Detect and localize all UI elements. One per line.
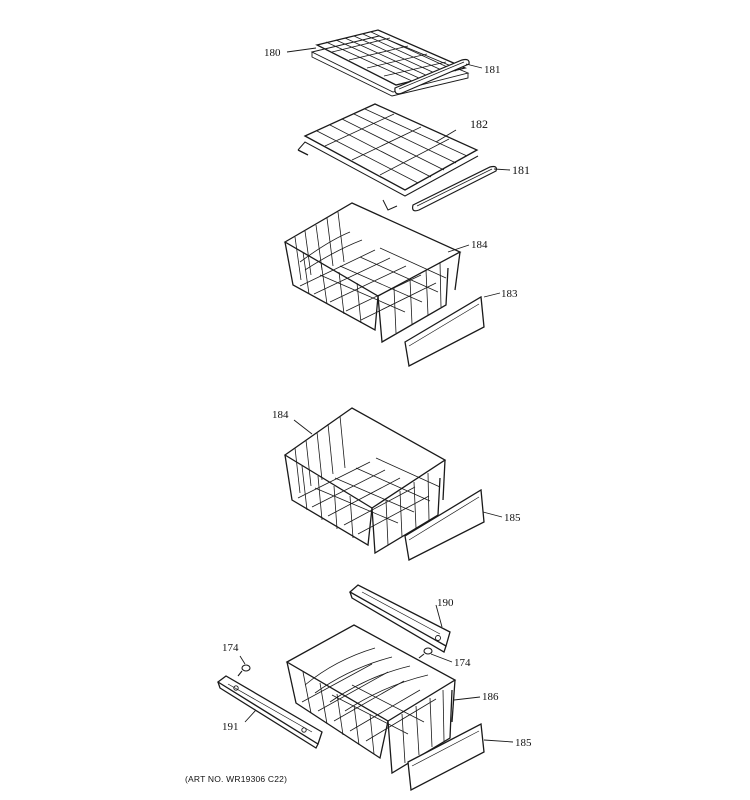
wire-basket-middle — [283, 407, 447, 555]
slide-rail — [348, 584, 451, 653]
callout-labels: 180 181 182 181 184 183 184 185 190 174 … — [222, 47, 532, 749]
wire-shelf — [297, 103, 479, 211]
bracket-left — [216, 675, 323, 749]
basket-cover-middle — [404, 488, 485, 561]
basket-cover-lower — [407, 722, 485, 792]
callout-184-middle: 184 — [272, 409, 289, 421]
callout-182: 182 — [470, 117, 488, 131]
callout-174-right: 174 — [454, 657, 471, 669]
callout-190: 190 — [437, 597, 454, 609]
callout-184-upper: 184 — [471, 239, 488, 251]
callout-180: 180 — [264, 47, 281, 59]
screw-left — [237, 664, 251, 677]
callout-183: 183 — [501, 288, 518, 300]
callout-191: 191 — [222, 721, 239, 733]
callout-186: 186 — [482, 691, 499, 703]
art-number: (ART NO. WR19306 C22) — [185, 774, 288, 784]
callout-185-middle: 185 — [504, 512, 521, 524]
callout-185-lower: 185 — [515, 737, 532, 749]
shelf-trim-top — [394, 58, 470, 95]
wire-rack-top — [310, 29, 470, 97]
shelf-trim-middle — [412, 165, 497, 212]
callout-181-top: 181 — [484, 64, 501, 76]
leader-lines — [239, 47, 514, 743]
callout-181-middle: 181 — [512, 163, 530, 177]
screw-right — [418, 647, 433, 659]
basket-cover-upper — [404, 295, 485, 367]
wire-basket-upper — [283, 202, 462, 344]
callout-174-left: 174 — [222, 642, 239, 654]
